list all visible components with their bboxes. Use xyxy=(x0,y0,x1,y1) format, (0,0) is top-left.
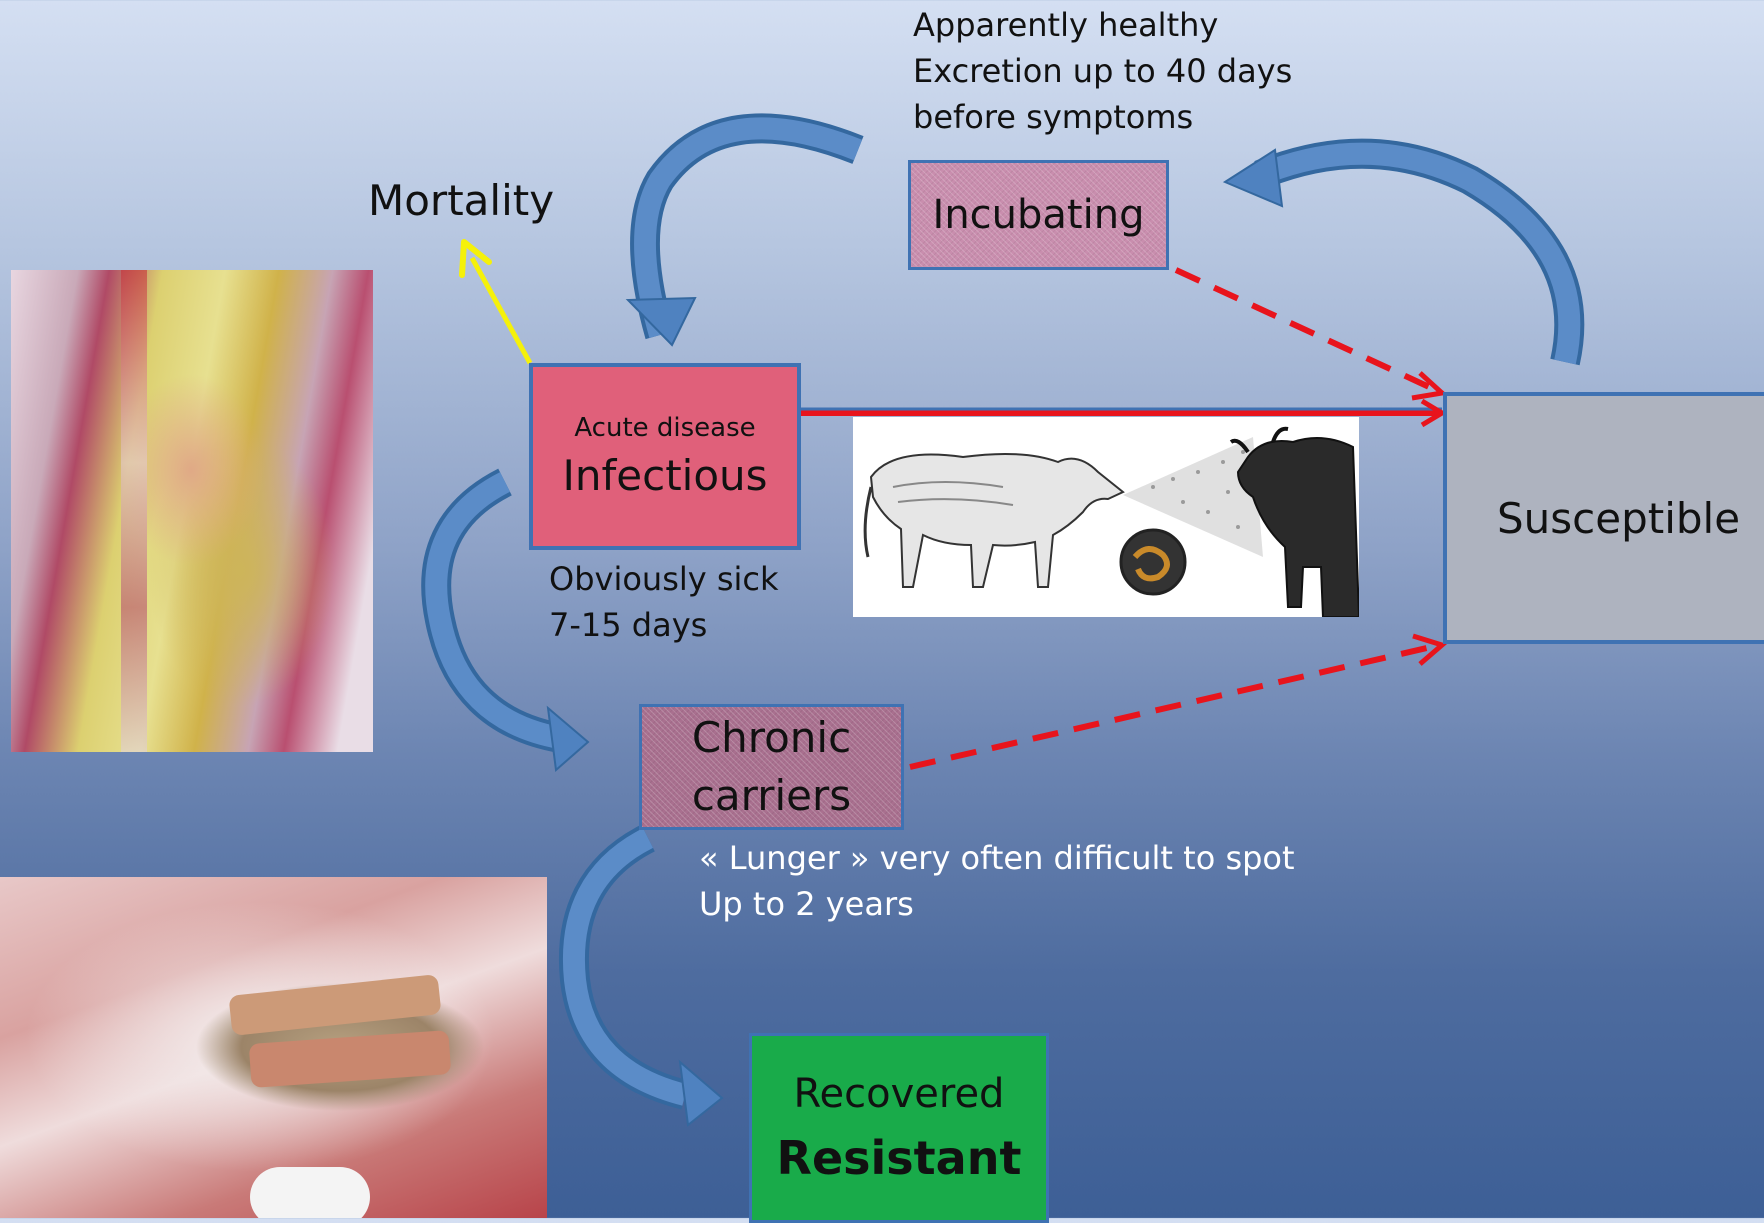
incubating-label: Incubating xyxy=(933,192,1145,238)
chronic-note: « Lunger » very often difficult to spot … xyxy=(699,835,1399,927)
recovered-box: Recovered Resistant xyxy=(749,1033,1049,1223)
chronic-label-line1: Chronic xyxy=(692,709,851,767)
infectious-note-line1: Obviously sick xyxy=(549,556,849,602)
infectious-note-line2: 7-15 days xyxy=(549,602,849,648)
incubating-to-infectious-arrow xyxy=(628,128,858,345)
infectious-box: Acute disease Infectious xyxy=(529,363,801,550)
infectious-note: Obviously sick 7-15 days xyxy=(549,556,849,648)
mortality-arrow xyxy=(462,242,530,363)
infectious-sublabel: Acute disease xyxy=(574,413,755,443)
susceptible-box: Susceptible xyxy=(1443,392,1764,644)
incubating-box: Incubating xyxy=(908,160,1169,270)
chronic-label-line2: carriers xyxy=(692,767,851,825)
recovered-label: Recovered xyxy=(794,1071,1005,1117)
chronic-note-line2: Up to 2 years xyxy=(699,881,1399,927)
chronic-carriers-box: Chronic carriers xyxy=(639,704,904,830)
incubating-note: Apparently healthy Excretion up to 40 da… xyxy=(913,2,1333,140)
resistant-label: Resistant xyxy=(777,1131,1022,1185)
susceptible-label: Susceptible xyxy=(1497,494,1740,543)
incubating-note-line2: Excretion up to 40 days xyxy=(913,48,1333,94)
incubating-note-line3: before symptoms xyxy=(913,94,1333,140)
transmission-arrows xyxy=(800,270,1442,767)
chronic-note-line1: « Lunger » very often difficult to spot xyxy=(699,835,1399,881)
incubating-note-line1: Apparently healthy xyxy=(913,2,1333,48)
mortality-label: Mortality xyxy=(368,176,554,225)
infectious-label: Infectious xyxy=(562,451,767,500)
susceptible-to-incubating-arrow xyxy=(1225,150,1569,362)
